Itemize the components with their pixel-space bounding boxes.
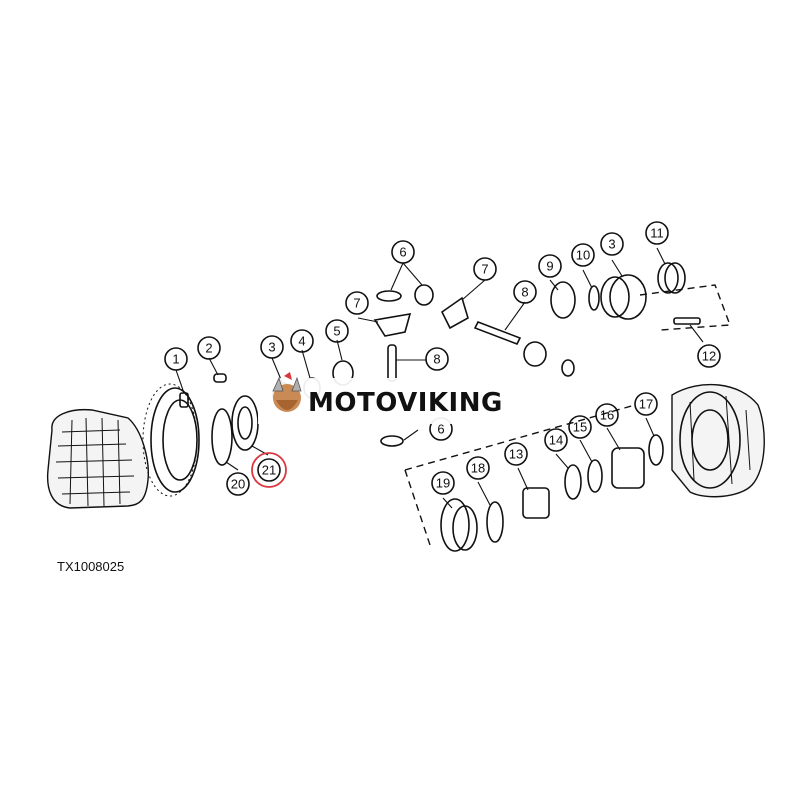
- callout-14-label: 14: [549, 433, 563, 448]
- callout-18-label: 18: [471, 461, 485, 476]
- callout-19: 19: [431, 471, 455, 495]
- callout-4: 4: [290, 329, 314, 353]
- callout-5-label: 5: [333, 324, 340, 339]
- callout-6a-label: 6: [399, 245, 406, 260]
- callout-10: 10: [571, 243, 595, 267]
- callout-3b: 3: [600, 232, 624, 256]
- callout-14: 14: [544, 428, 568, 452]
- callout-11: 11: [645, 221, 669, 245]
- assembly-dashed-outline: [404, 284, 731, 546]
- callout-20: 20: [226, 472, 250, 496]
- callout-21-label: 21: [262, 463, 276, 478]
- callout-6a: 6: [391, 240, 415, 264]
- callout-8b: 8: [425, 347, 449, 371]
- callout-9: 9: [538, 254, 562, 278]
- callout-16: 16: [595, 403, 619, 427]
- callout-12: 12: [697, 344, 721, 368]
- callout-2-label: 2: [205, 341, 212, 356]
- right-housing: [671, 383, 765, 498]
- callout-18: 18: [466, 456, 490, 480]
- callout-17: 17: [634, 392, 658, 416]
- callout-13: 13: [504, 442, 528, 466]
- callout-7b: 7: [345, 291, 369, 315]
- callout-1: 1: [164, 347, 188, 371]
- callout-3a-label: 3: [268, 340, 275, 355]
- callout-3b-label: 3: [608, 237, 615, 252]
- watermark: MOTOVIKING: [258, 372, 538, 424]
- ring-gear: [142, 383, 200, 497]
- callout-1-label: 1: [172, 352, 179, 367]
- callout-7b-label: 7: [353, 296, 360, 311]
- highlight-ring: [251, 452, 287, 488]
- callout-19-label: 19: [436, 476, 450, 491]
- callout-10-label: 10: [576, 248, 590, 263]
- viking-mascot-icon: [272, 372, 302, 412]
- callout-11-label: 11: [650, 226, 664, 241]
- callout-9-label: 9: [546, 259, 553, 274]
- callout-3a: 3: [260, 335, 284, 359]
- callout-13-label: 13: [509, 447, 523, 462]
- callout-15: 15: [568, 415, 592, 439]
- callout-20-label: 20: [231, 477, 245, 492]
- callout-8: 8: [513, 280, 537, 304]
- leader-lines: [175, 247, 704, 509]
- callout-7a-label: 7: [481, 262, 488, 277]
- callout-6b-label: 6: [437, 422, 444, 437]
- callout-17-label: 17: [639, 397, 653, 412]
- callout-21-highlighted: 21: [251, 452, 287, 488]
- figure-code: TX1008025: [57, 559, 124, 574]
- callout-8b-label: 8: [433, 352, 440, 367]
- callout-12-label: 12: [702, 349, 716, 364]
- left-housing: [46, 408, 150, 509]
- callout-8-label: 8: [521, 285, 528, 300]
- callout-16-label: 16: [600, 408, 614, 423]
- callout-15-label: 15: [573, 420, 587, 435]
- callout-5: 5: [325, 319, 349, 343]
- watermark-brand: MOTOVIKING: [308, 388, 503, 418]
- callout-4-label: 4: [298, 334, 305, 349]
- callout-7a: 7: [473, 257, 497, 281]
- callout-2: 2: [197, 336, 221, 360]
